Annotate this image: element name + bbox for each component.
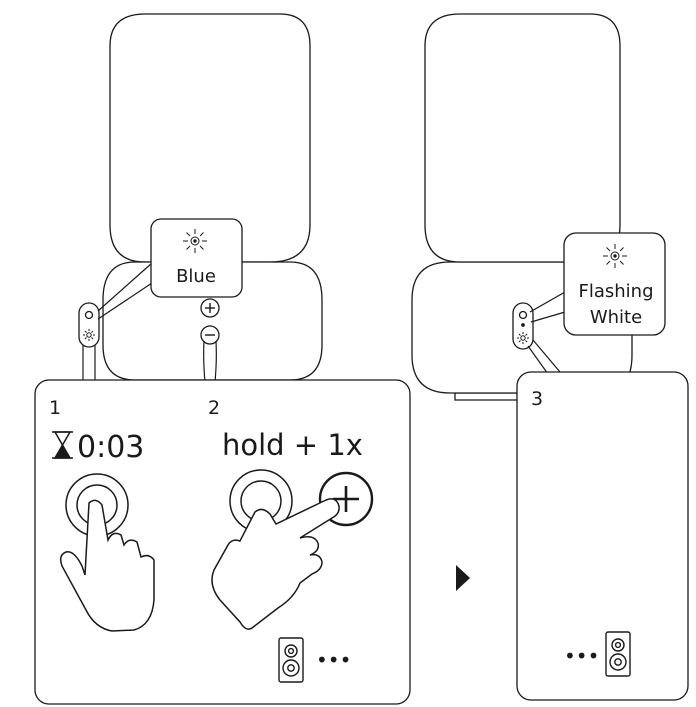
- step-3-number: 3: [531, 388, 543, 410]
- light-indicator-dot: [84, 310, 94, 320]
- light-button-icon: [517, 332, 529, 344]
- ellipsis-icon: •••: [564, 644, 599, 668]
- flashing-led-dot: [521, 323, 525, 327]
- left-status-callout: Blue: [150, 218, 243, 298]
- step-1-number: 1: [49, 397, 61, 419]
- right-device-top-shade: [424, 13, 621, 263]
- light-indicator-dot: [518, 310, 528, 320]
- step-3-panel: 3 •••: [516, 371, 689, 701]
- step-2-pressing-hand: [211, 498, 340, 630]
- speaker-icon: [278, 637, 304, 683]
- speaker-icon: [605, 631, 631, 677]
- right-status-label-line1: Flashing: [578, 281, 653, 302]
- step-2-number: 2: [208, 397, 220, 419]
- right-status-label-line2: White: [590, 307, 642, 328]
- plus-button-icon: [205, 303, 215, 313]
- right-button-panel: [512, 302, 534, 350]
- step-2-instruction: hold + 1x: [222, 428, 363, 462]
- light-button-icon: [83, 329, 95, 341]
- hourglass-icon: [52, 431, 73, 459]
- steps-panel: 1 2 0:03 hold + 1x: [34, 379, 411, 705]
- right-leader-lines: [527, 291, 566, 375]
- left-leader-lines: [82, 262, 217, 383]
- sun-light-icon: [603, 244, 627, 268]
- left-button-panel: [78, 298, 220, 348]
- next-arrow-icon: [456, 565, 470, 591]
- ellipsis-icon: •••: [316, 648, 351, 672]
- left-status-label: Blue: [176, 266, 216, 287]
- left-device: [102, 13, 323, 381]
- light-button-housing: [78, 302, 100, 348]
- plus-button-icon: [333, 486, 359, 512]
- step-1-pressing-hand: [59, 499, 155, 632]
- step-1-duration: 0:03: [77, 430, 144, 465]
- sun-light-icon: [183, 229, 207, 253]
- right-status-callout: Flashing White: [563, 232, 666, 336]
